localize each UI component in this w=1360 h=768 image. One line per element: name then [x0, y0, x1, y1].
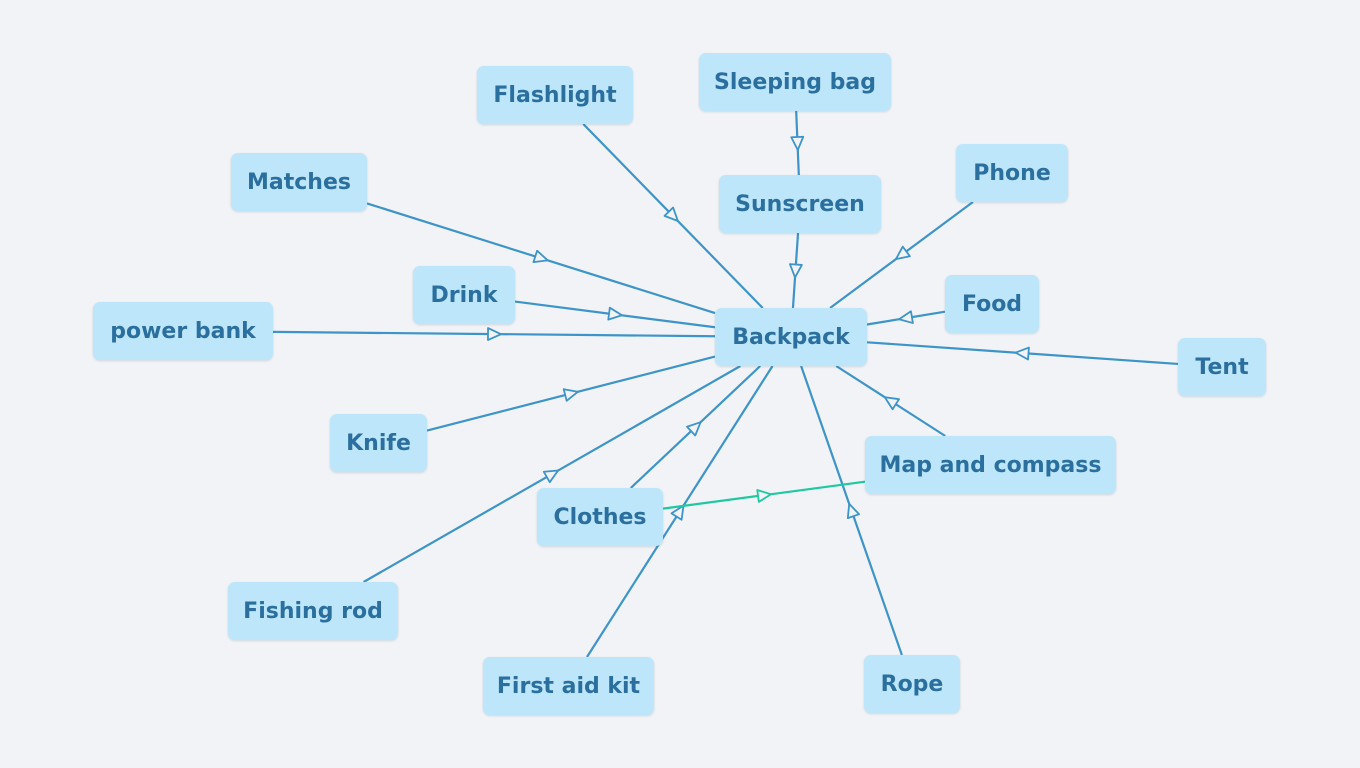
node-rope[interactable]: Rope	[864, 655, 960, 713]
arrowhead-fishing_rod-to-backpack	[542, 469, 559, 484]
node-matches[interactable]: Matches	[231, 153, 367, 211]
node-drink[interactable]: Drink	[413, 266, 515, 324]
arrowhead-drink-to-backpack	[607, 306, 623, 321]
node-tent[interactable]: Tent	[1178, 338, 1266, 396]
arrowhead-sunscreen-to-backpack	[789, 263, 803, 279]
node-flashlight[interactable]: Flashlight	[477, 66, 633, 124]
arrowhead-matches-to-backpack	[532, 249, 549, 264]
node-backpack[interactable]: Backpack	[715, 308, 867, 366]
arrowhead-phone-to-backpack	[894, 245, 911, 261]
node-sleeping-bag[interactable]: Sleeping bag	[699, 53, 891, 111]
node-power-bank[interactable]: power bank	[93, 302, 273, 360]
node-food[interactable]: Food	[945, 275, 1039, 333]
arrowhead-tent-to-backpack	[1014, 346, 1030, 361]
arrowhead-flashlight-to-backpack	[663, 206, 679, 222]
node-sunscreen[interactable]: Sunscreen	[719, 175, 881, 233]
arrowhead-map_and_compass-to-backpack	[883, 396, 900, 411]
arrowhead-sleeping_bag-to-sunscreen	[790, 135, 805, 151]
arrowhead-knife-to-backpack	[562, 388, 579, 402]
node-first-aid-kit[interactable]: First aid kit	[483, 657, 654, 715]
arrowhead-first_aid_kit-to-backpack	[670, 504, 685, 521]
arrowhead-clothes-to-map_and_compass	[756, 489, 772, 503]
arrowhead-rope-to-backpack	[846, 502, 861, 520]
arrowhead-food-to-backpack	[898, 310, 914, 324]
node-phone[interactable]: Phone	[956, 144, 1068, 202]
node-map-and-compass[interactable]: Map and compass	[865, 436, 1116, 494]
node-clothes[interactable]: Clothes	[537, 488, 663, 546]
arrowhead-clothes-to-backpack	[686, 421, 702, 437]
node-fishing-rod[interactable]: Fishing rod	[228, 582, 398, 640]
arrowhead-power_bank-to-backpack	[487, 327, 502, 341]
node-knife[interactable]: Knife	[330, 414, 427, 472]
